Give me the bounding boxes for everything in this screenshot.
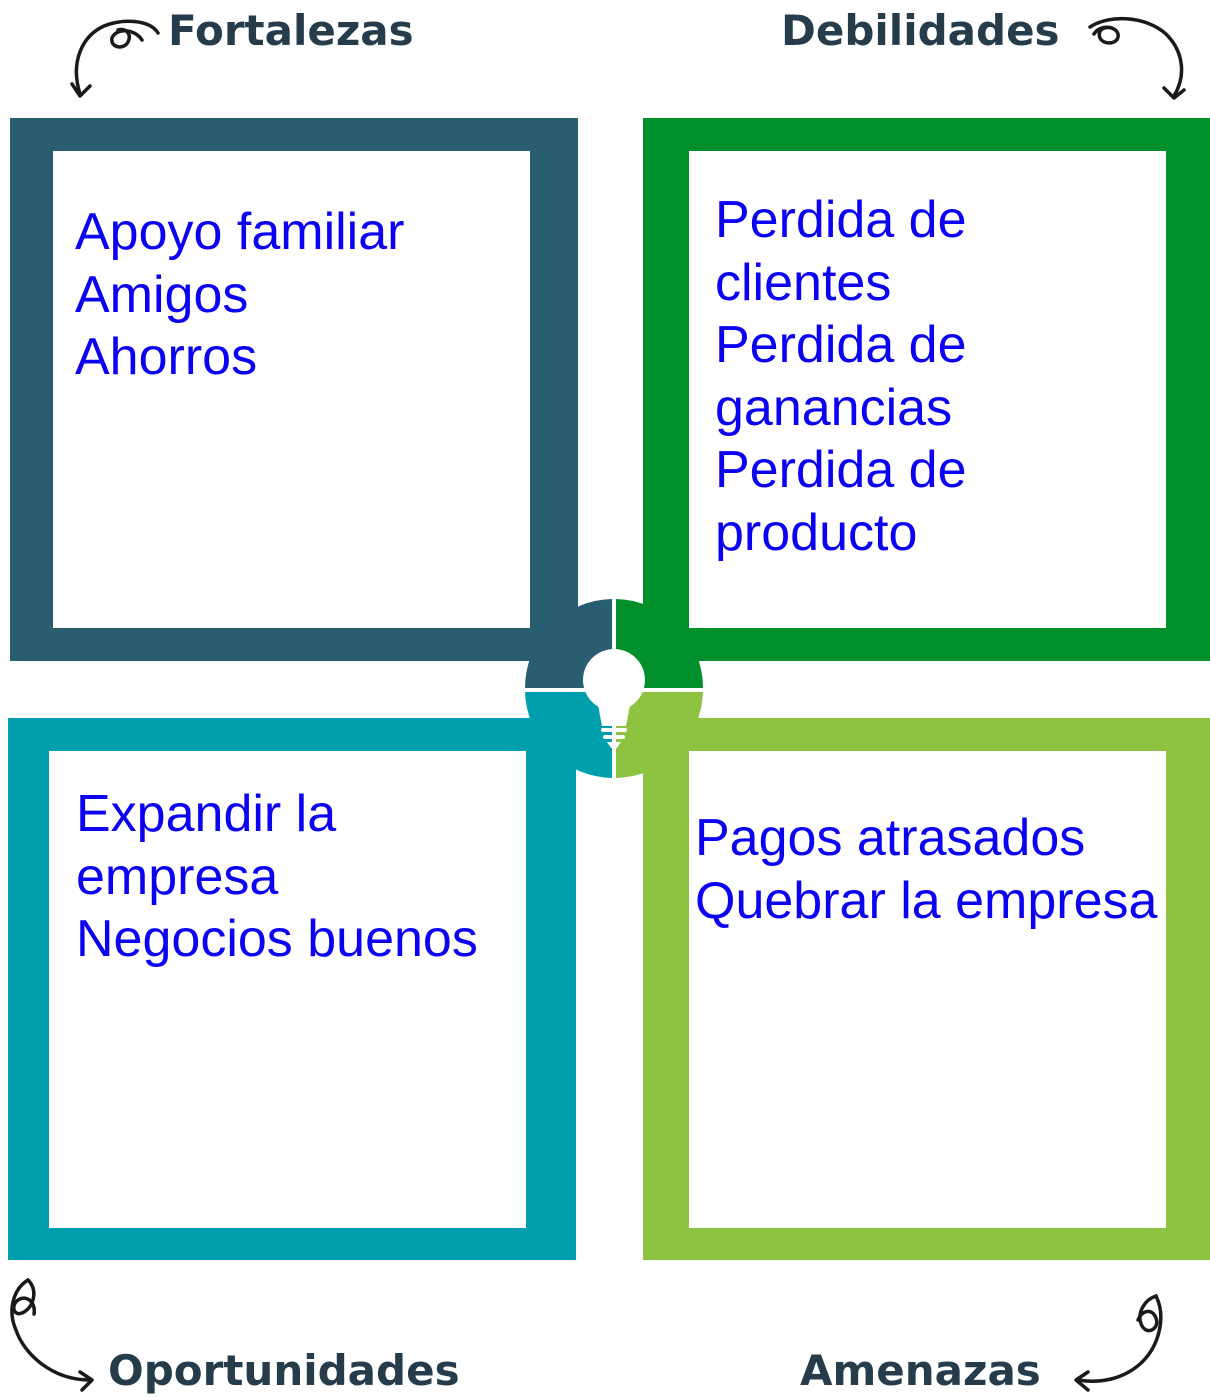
fortalezas-item: Apoyo familiar — [75, 203, 405, 261]
oportunidades-box: Expandir la empresa Negocios buenos — [49, 751, 526, 1228]
debilidades-frame: Perdida de clientes Perdida de ganancias… — [643, 118, 1210, 661]
oportunidades-frame: Expandir la empresa Negocios buenos — [8, 718, 576, 1260]
debilidades-item: Perdida de producto — [715, 441, 967, 562]
debilidades-item: Perdida de ganancias — [715, 316, 967, 437]
fortalezas-box: Apoyo familiar Amigos Ahorros — [53, 151, 530, 628]
debilidades-item: Perdida de clientes — [715, 191, 967, 312]
oportunidades-item: Negocios buenos — [76, 910, 478, 968]
heading-debilidades: Debilidades — [781, 6, 1060, 55]
fortalezas-frame: Apoyo familiar Amigos Ahorros — [10, 118, 578, 661]
amenazas-frame: Pagos atrasados Quebrar la empresa — [643, 718, 1210, 1260]
heading-oportunidades: Oportunidades — [108, 1346, 460, 1395]
fortalezas-item: Ahorros — [75, 328, 258, 386]
oportunidades-item: Expandir la empresa — [76, 785, 337, 906]
amenazas-box: Pagos atrasados Quebrar la empresa — [689, 751, 1166, 1228]
lightbulb-icon — [583, 649, 645, 748]
amenazas-item: Quebrar la empresa — [695, 871, 1158, 930]
heading-fortalezas: Fortalezas — [168, 6, 414, 55]
amenazas-item: Pagos atrasados — [695, 809, 1086, 867]
heading-amenazas: Amenazas — [800, 1346, 1041, 1395]
debilidades-box: Perdida de clientes Perdida de ganancias… — [689, 151, 1166, 628]
fortalezas-item: Amigos — [75, 265, 249, 324]
